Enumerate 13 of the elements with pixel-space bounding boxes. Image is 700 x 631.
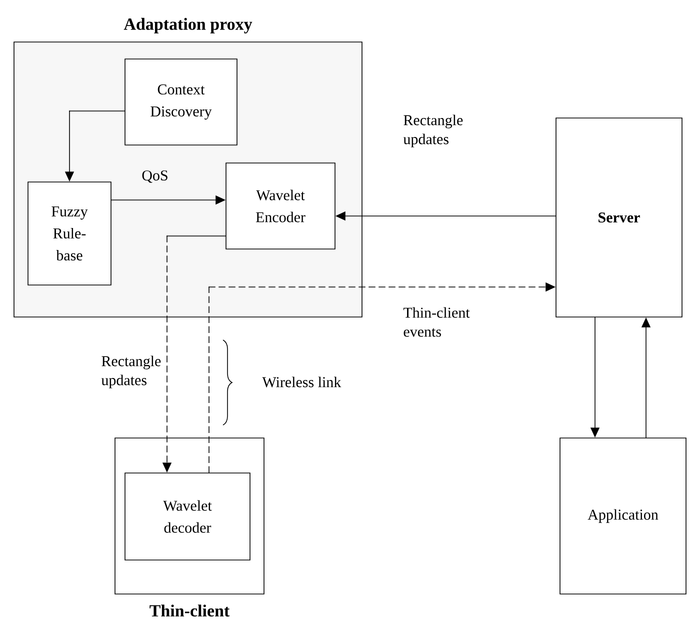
process-box: Wavelet Encoder [226,162,336,250]
server-box: Server [556,118,682,318]
process-box: Wavelet decoder [124,472,250,560]
edge-label: QoS [142,170,168,183]
node-label: Adaptation proxy [124,18,252,34]
edge-label: Rectangle updates [403,114,463,148]
process-box: Fuzzy Rule-base [28,182,112,286]
process-box: Context Discovery [124,58,238,146]
edge-label: Thin-client events [403,307,470,337]
node-label: Thin-client [150,604,230,617]
edge-label: Rectangle updates [101,356,161,388]
application-box: Application [560,438,686,594]
annotation-text: Wireless link [262,376,342,388]
